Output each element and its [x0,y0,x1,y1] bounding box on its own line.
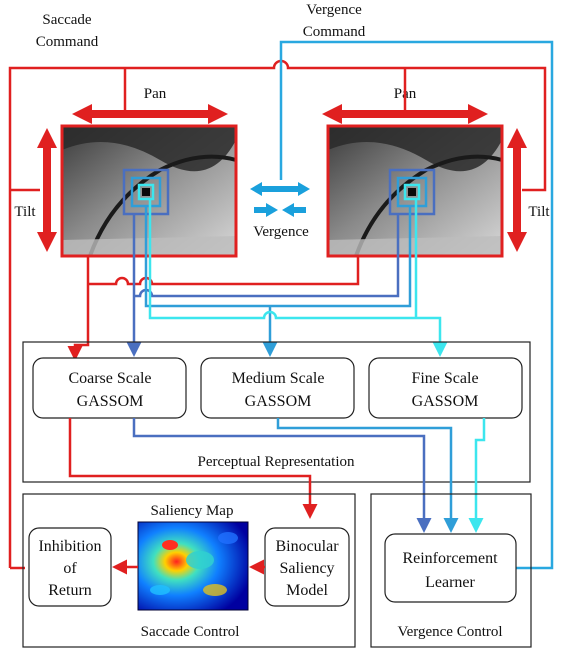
pan-label-left: Pan [144,86,167,102]
reinforcement-line1: Reinforcement [402,550,498,567]
coarse-to-rl-line [132,418,432,533]
saliency-map-image [137,521,249,611]
tilt-arrow-left [37,128,57,252]
reinforcement-learner-module: Reinforcement Learner [384,533,517,603]
saccade-control-label: Saccade Control [141,624,240,640]
vergence-label: Vergence [253,224,309,240]
medium-routing [144,206,412,357]
coarse-gassom-line1: Coarse Scale [68,370,151,387]
medium-gassom-module: Medium Scale GASSOM [200,357,355,419]
saccade-control-box [22,493,356,648]
tilt-label-right: Tilt [528,204,550,220]
saccade-command-label-2: Command [36,34,99,50]
inhibition-line2: of [63,560,77,577]
saliency-map-label: Saliency Map [151,503,234,519]
coarse-gassom-line2: GASSOM [77,393,144,410]
saccade-command-label-1: Saccade [42,12,91,28]
fine-to-rl-line [468,418,486,533]
vergence-converge-arrow [254,203,306,217]
vergence-command-lines [279,40,554,570]
fine-gassom-line2: GASSOM [412,393,479,410]
medium-to-rl-line [276,418,459,533]
tilt-arrow-right [507,128,527,252]
inhibition-of-return-module: Inhibition of Return [28,527,112,607]
vergence-diverge-arrow [250,182,310,196]
pan-arrow-right [322,104,488,124]
binocular-line1: Binocular [275,538,339,555]
coarse-to-saliency-line [68,418,318,519]
inhibition-line3: Return [48,582,92,599]
reinforcement-line2: Learner [425,574,475,591]
coarse-gassom-module: Coarse Scale GASSOM [32,357,187,419]
medium-gassom-line1: Medium Scale [232,370,325,387]
fine-gassom-line1: Fine Scale [411,370,478,387]
vergence-control-label: Vergence Control [397,624,502,640]
binocular-line2: Saliency [279,560,334,577]
binocular-line3: Model [286,582,328,599]
pan-arrow-left [72,104,228,124]
inhibition-line1: Inhibition [38,538,101,555]
vergence-control-box [370,493,532,648]
binocular-saliency-module: Binocular Saliency Model [264,527,350,607]
vergence-command-label-2: Command [303,24,366,40]
medium-gassom-line2: GASSOM [245,393,312,410]
vergence-command-label-1: Vergence [306,2,362,18]
perceptual-representation-label: Perceptual Representation [197,454,355,470]
fine-gassom-module: Fine Scale GASSOM [368,357,523,419]
tilt-label-left: Tilt [14,204,36,220]
right-scale-windows [388,168,436,216]
perceptual-representation-box [22,341,531,483]
fine-routing [148,199,448,357]
